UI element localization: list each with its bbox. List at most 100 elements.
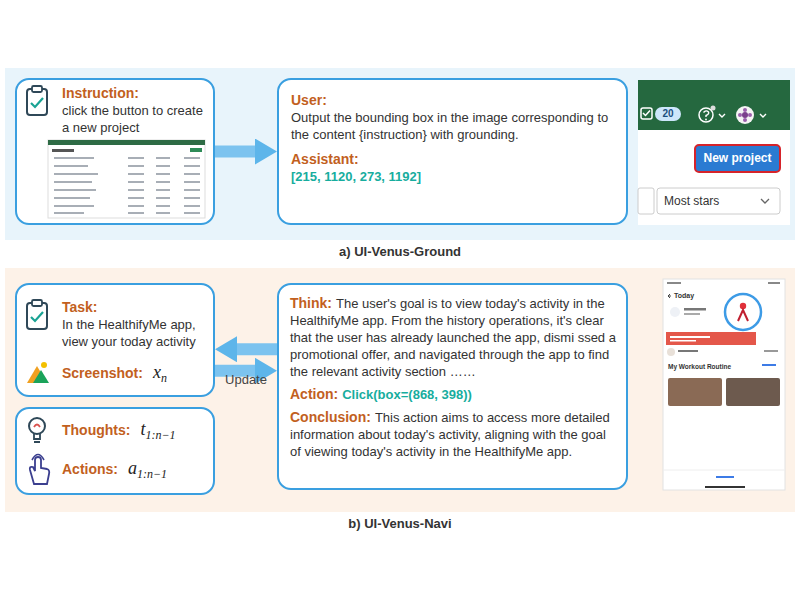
badge-count: 20 [655,107,681,121]
thumbnail-screenshot [54,158,200,213]
phone-screenshot [667,348,675,356]
screen-heading: My Workout Routine [668,363,748,371]
phone-screenshot [670,307,680,317]
field-label: Think: [290,295,332,311]
phone-screenshot [768,282,780,284]
history-box: Thoughts:t1:n−1Actions:a1:n−1 [15,407,215,495]
math-symbol: a [128,458,137,478]
hand-icon [30,455,49,485]
math-symbol: n [161,371,167,385]
field-label: User: [291,92,327,108]
math-symbol: 1:n−1 [137,467,167,481]
phone-screenshot [667,282,681,284]
phone-screenshot [663,470,785,471]
clipboard-icon [31,312,43,321]
math-symbol: x [153,362,161,382]
screenshot-crop [704,111,709,117]
field-label: Actions: [62,461,118,477]
phone-screenshot [668,294,671,298]
hand-icon [30,457,49,484]
phone-screenshot [670,336,710,338]
edge-label: Update [206,372,286,387]
field-label: Assistant: [291,151,359,167]
screenshot-crop [742,112,748,118]
panel-caption: b) UI-Venus-Navi [5,516,795,531]
phone-screenshot [762,364,776,366]
body-text: click the button to create a new project [62,103,203,135]
body-text: The user's goal is to view today's activ… [290,296,616,379]
hand-icon [32,455,44,461]
screen-title: Today [674,292,714,300]
field-label: Instruction: [62,85,139,101]
field-label: Task: [62,299,98,315]
clipboard-icon [32,86,42,92]
bulb-icon [29,418,45,442]
phone-screenshot [668,378,722,406]
flow-arrow [215,146,255,158]
math-symbol: t [140,419,145,439]
screenshot-crop [743,108,747,112]
body-text: Output the bounding box in the image cor… [291,110,608,142]
screenshot-crop [738,113,742,117]
bulb-icon [34,425,40,428]
field-label: Screenshot: [62,365,143,381]
clipboard-icon [31,98,43,107]
thumbnail-screenshot [48,140,205,145]
field-label: Action: [290,386,338,402]
thumbnail-screenshot [48,140,205,218]
screenshot-crop [641,108,652,119]
thumbnail-screenshot [52,149,74,152]
phone-screenshot [666,332,756,345]
clipboard-icon [27,300,47,329]
screenshot-crop [760,114,766,117]
screenshot-crop [699,108,713,122]
body-text: Click(box=(868, 398)) [342,387,472,402]
bulb-icon [29,418,45,434]
phone-screenshot [764,350,778,352]
screenshot-crop [657,188,780,214]
prompt-box: User: Output the bounding box in the imag… [277,78,628,225]
phone-screenshot [726,378,780,406]
body-text: In the HealthifyMe app, view your today … [62,317,196,349]
phone-screenshot [684,313,700,315]
screenshot-crop [643,111,650,116]
body-text: [215, 1120, 273, 1192] [291,169,421,184]
phone-screenshot [716,476,734,478]
thumbnail-screenshot [190,148,202,152]
image-icon [33,370,49,383]
image-icon [27,362,49,383]
field-label: Thoughts: [62,422,130,438]
screenshot-crop [748,113,752,117]
thumbnail-screenshot [48,140,205,218]
screenshot-crop [638,80,790,130]
bulb-icon [34,434,40,442]
screenshot-crop [719,114,725,117]
phone-screenshot [663,279,785,490]
phone-screenshot [663,279,785,490]
screenshot-crop [638,188,654,214]
clipboard-icon [32,300,42,306]
screenshot-crop [638,130,790,225]
reasoning-box: Think:The user's goal is to view today's… [277,283,628,490]
phone-screenshot [678,350,698,352]
phone-screenshot [684,308,706,311]
screenshot-crop [695,145,780,172]
phone-screenshot [705,486,745,488]
math-symbol: 1:n−1 [145,428,175,442]
dropdown-label: Most stars [664,188,754,214]
clipboard-icon [27,86,47,115]
panel-caption: a) UI-Venus-Ground [5,244,795,259]
screenshot-crop [655,107,681,121]
flow-arrow [237,343,277,355]
screenshot-crop [711,106,716,111]
field-label: Conclusion: [290,409,371,425]
phone-screenshot [738,310,748,321]
screenshot-crop [638,80,790,225]
screenshot-crop [761,199,769,203]
phone-screenshot [725,294,761,330]
screenshot-crop [736,106,754,124]
screenshot-crop [705,119,707,121]
screenshot-crop [743,118,747,122]
phone-screenshot [670,340,696,342]
button-label: New project [695,145,780,172]
